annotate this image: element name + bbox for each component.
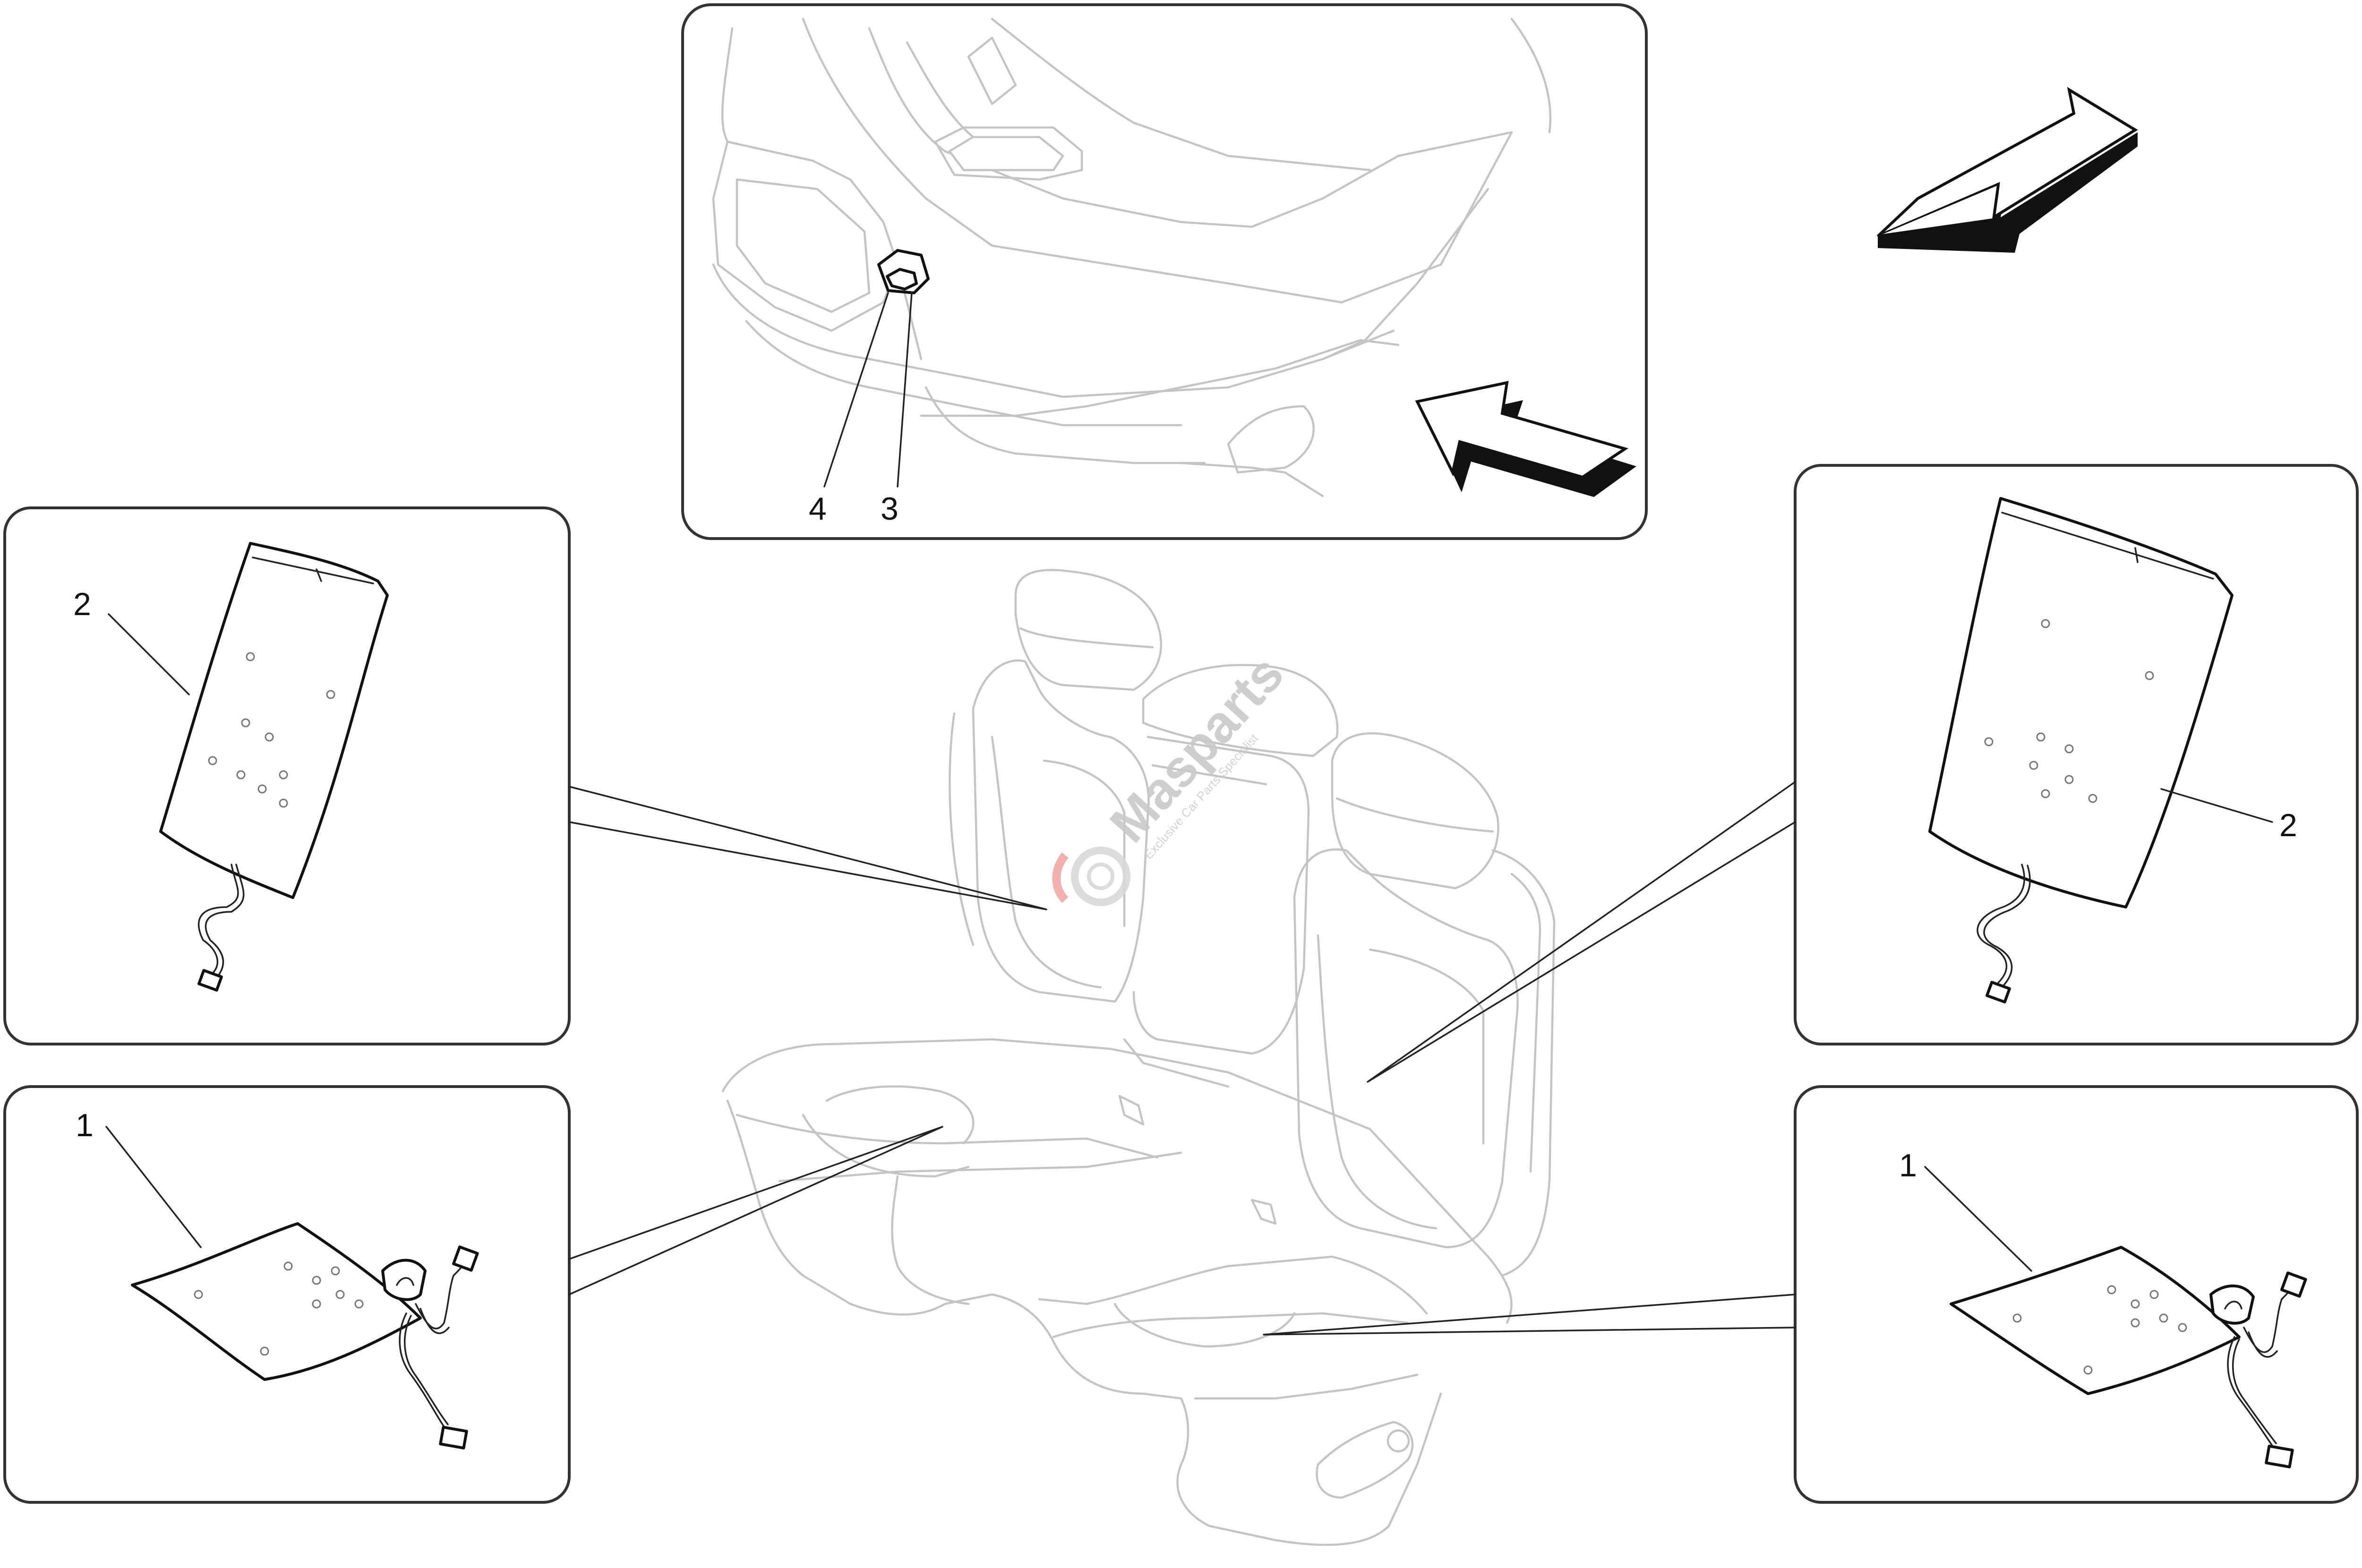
right-cushion-heater-box[interactable]: 1 bbox=[1794, 1085, 2359, 1504]
callout-label-1-left: 1 bbox=[76, 1107, 94, 1143]
callout-label-2-left: 2 bbox=[73, 586, 91, 622]
callout-label-3: 3 bbox=[881, 491, 899, 527]
watermark: Masparts Exclusive Car Parts Specialist bbox=[1052, 645, 1295, 906]
rear-seat-drawing bbox=[721, 569, 1556, 1546]
door-panel-inset[interactable]: 4 3 bbox=[681, 3, 1648, 540]
leader-lines bbox=[568, 781, 1796, 1336]
callout-label-1-right: 1 bbox=[1899, 1148, 1917, 1183]
direction-arrow-icon bbox=[1415, 381, 1636, 497]
left-cushion-heater-box[interactable]: 1 bbox=[3, 1085, 571, 1504]
right-backrest-heater-box[interactable]: 2 bbox=[1794, 464, 2359, 1045]
callout-label-4: 4 bbox=[809, 491, 827, 527]
watermark-logo-icon bbox=[1052, 847, 1130, 906]
direction-arrow-icon bbox=[1876, 86, 2138, 253]
callout-label-2-right: 2 bbox=[2279, 807, 2297, 843]
left-backrest-heater-box[interactable]: 2 bbox=[3, 506, 571, 1045]
